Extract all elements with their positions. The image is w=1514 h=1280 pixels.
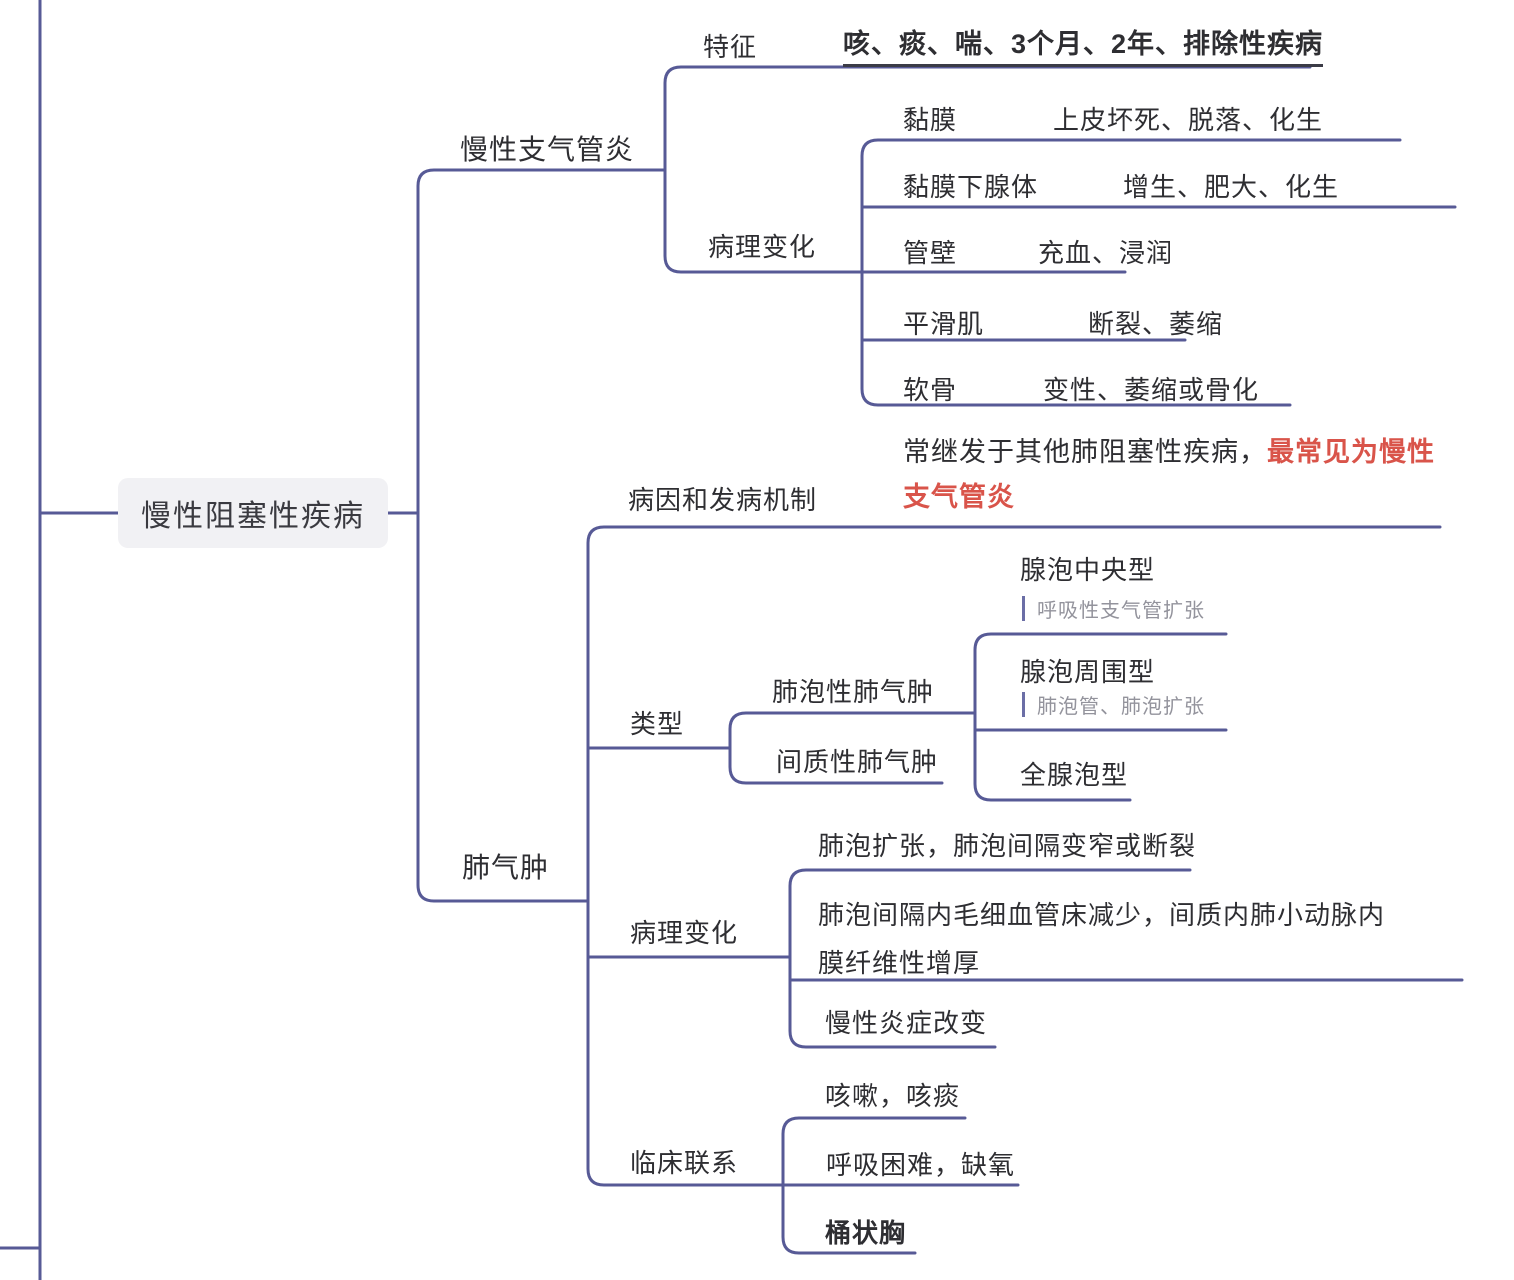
topic-site-wall[interactable]: 管壁 [903,238,958,268]
topic-types-label[interactable]: 类型 [630,709,685,739]
topic-site-submucosal-gland[interactable]: 黏膜下腺体 [903,172,1039,202]
topic-bronchitis-pathology[interactable]: 病理变化 [708,232,817,262]
topic-clinical-label[interactable]: 临床联系 [630,1148,739,1178]
topic-clinical-item-3[interactable]: 桶状胸 [825,1218,907,1248]
topic-change-smooth-muscle[interactable]: 断裂、萎缩 [1088,309,1224,339]
topic-feature-value[interactable]: 咳、痰、喘、3个月、2年、排除性疾病 [843,22,1324,67]
feature-value-text: 咳、痰、喘、3个月、2年、排除性疾病 [843,29,1324,67]
topic-chronic-bronchitis[interactable]: 慢性支气管炎 [460,134,635,165]
note-text: 呼吸性支气管扩张 [1037,600,1205,622]
topic-emphysema[interactable]: 肺气肿 [462,852,550,883]
topic-pathology-item-2[interactable]: 肺泡间隔内毛细血管床减少，间质内肺小动脉内膜纤维性增厚 [818,900,1386,978]
topic-etiology-label[interactable]: 病因和发病机制 [628,485,818,515]
etiology-highlight-text: 最常见为慢性支气管炎 [903,437,1435,512]
topic-pathology-item-1[interactable]: 肺泡扩张，肺泡间隔变窄或断裂 [818,831,1197,861]
topic-centriacinar[interactable]: 腺泡中央型 [1020,555,1156,585]
topic-site-smooth-muscle[interactable]: 平滑肌 [903,309,985,339]
topic-change-wall[interactable]: 充血、浸润 [1038,238,1174,268]
topic-emphysema-pathology[interactable]: 病理变化 [630,918,739,948]
topic-alveolar-emphysema[interactable]: 肺泡性肺气肿 [772,677,935,707]
note-centriacinar[interactable]: 呼吸性支气管扩张 [1022,594,1205,623]
note-periacinar[interactable]: 肺泡管、肺泡扩张 [1022,690,1205,719]
note-text: 肺泡管、肺泡扩张 [1037,696,1205,718]
note-bar [1022,596,1025,621]
topic-site-cartilage[interactable]: 软骨 [903,375,958,405]
topic-etiology-value[interactable]: 常继发于其他肺阻塞性疾病，最常见为慢性支气管炎 [903,430,1451,520]
topic-change-submucosal-gland[interactable]: 增生、肥大、化生 [1123,172,1340,202]
topic-site-mucosa[interactable]: 黏膜 [903,105,958,135]
topic-interstitial-emphysema[interactable]: 间质性肺气肿 [776,747,939,777]
topic-change-mucosa[interactable]: 上皮坏死、脱落、化生 [1053,105,1324,135]
topic-clinical-item-1[interactable]: 咳嗽，咳痰 [825,1081,961,1111]
topic-pathology-item-3[interactable]: 慢性炎症改变 [825,1008,988,1038]
topic-clinical-item-2[interactable]: 呼吸困难，缺氧 [826,1150,1016,1180]
topic-panacinar[interactable]: 全腺泡型 [1020,760,1129,790]
topic-change-cartilage[interactable]: 变性、萎缩或骨化 [1043,375,1260,405]
root-topic[interactable]: 慢性阻塞性疾病 [118,478,388,548]
etiology-normal-text: 常继发于其他肺阻塞性疾病， [903,437,1267,467]
topic-periacinar[interactable]: 腺泡周围型 [1020,657,1156,687]
topic-feature-label[interactable]: 特征 [703,32,758,62]
note-bar [1022,692,1025,717]
